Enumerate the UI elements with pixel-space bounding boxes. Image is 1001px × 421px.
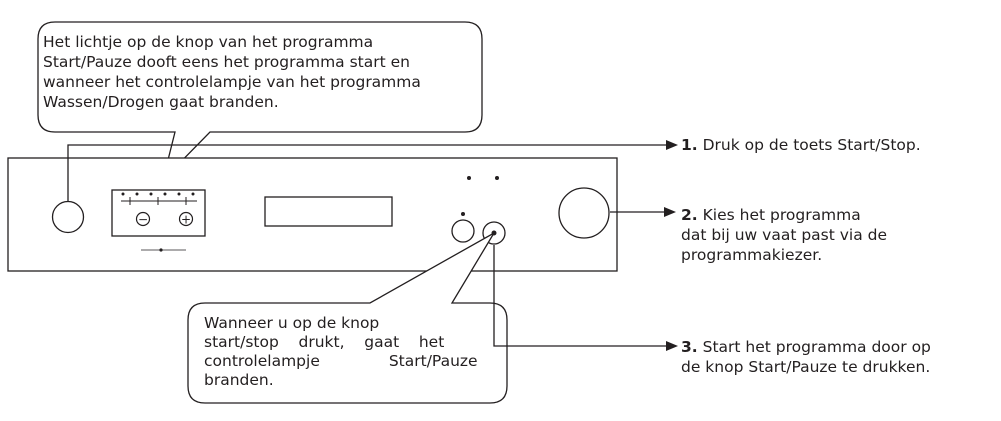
arrow-line-step-1 — [67, 144, 668, 201]
arrow-head-step-2 — [664, 207, 676, 217]
plus-symbol: + — [181, 213, 191, 227]
display-window — [264, 196, 393, 227]
step-3: 3. Start het programma door op de knop S… — [681, 337, 1001, 377]
top-callout-line: Wassen/Drogen gaat branden. — [43, 93, 279, 111]
step-1-number: 1. — [681, 136, 698, 154]
step-3-text-line: Start het programma door op — [702, 338, 931, 356]
plus-button[interactable]: + — [178, 211, 194, 227]
step-2-text-line: programmakiezer. — [681, 246, 823, 264]
top-callout-line: Het lichtje op de knop van het programma — [43, 33, 374, 51]
programme-selector-knob[interactable] — [558, 187, 610, 239]
step-2: 2. Kies het programma dat bij uw vaat pa… — [681, 205, 981, 265]
top-callout-line: wanneer het controlelampje van het progr… — [43, 73, 421, 91]
top-callout-text: Het lichtje op de knop van het programma… — [43, 32, 473, 112]
minus-button[interactable]: − — [135, 211, 151, 227]
bottom-callout-line: branden. — [204, 371, 274, 389]
left-round-button[interactable] — [51, 200, 85, 234]
minus-symbol: − — [138, 213, 148, 227]
bottom-callout-line: start/stop drukt, gaat het — [204, 333, 445, 351]
bottom-callout-text: Wanneer u op de knop start/stop drukt, g… — [204, 314, 502, 390]
arrow-line-step-3 — [493, 245, 668, 347]
indicator-lamp-right — [495, 176, 499, 180]
step-2-text-line: Kies het programma — [702, 206, 861, 224]
step-2-text-line: dat bij uw vaat past via de — [681, 226, 888, 244]
top-callout-bubble — [37, 21, 483, 183]
start-stop-button[interactable] — [451, 219, 475, 243]
arrow-head-step-1 — [666, 140, 678, 150]
bottom-callout-line: controlelampje Start/Pauze — [204, 352, 478, 370]
bottom-callout-bubble — [187, 231, 508, 404]
top-callout-line: Start/Pauze dooft eens het programma sta… — [43, 53, 410, 71]
step-1: 1. Druk op de toets Start/Stop. — [681, 135, 921, 155]
button-indicator-dot — [461, 212, 465, 216]
bottom-callout-line: Wanneer u op de knop — [204, 314, 380, 332]
step-3-number: 3. — [681, 338, 698, 356]
step-2-number: 2. — [681, 206, 698, 224]
step-3-text-line: de knop Start/Pauze te drukken. — [681, 358, 931, 376]
indicator-lamp-left — [467, 176, 471, 180]
step-1-text: Druk op de toets Start/Stop. — [702, 136, 921, 154]
arrow-head-step-3 — [666, 341, 678, 351]
